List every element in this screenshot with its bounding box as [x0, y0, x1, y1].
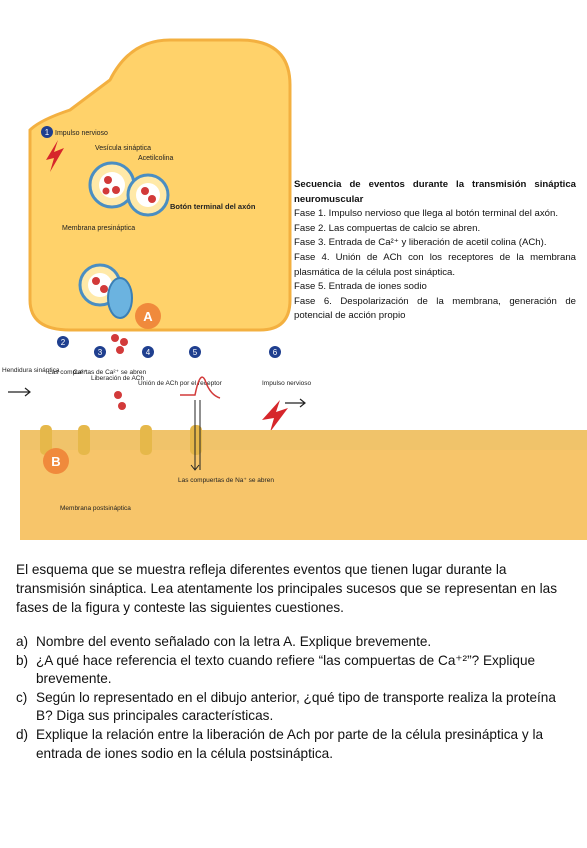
arrow-down-icon: [190, 400, 201, 471]
question-list: a) Nombre del evento señalado con la let…: [16, 633, 572, 763]
arrow-icon: [8, 387, 31, 397]
synapse-diagram: A B 1 2 3 4 5 6 Impulso nervioso Vesícul…: [2, 38, 587, 540]
question-text: Explique la relación entre la liberación…: [36, 726, 544, 761]
label-compuertas-na: Las compuertas de Na⁺ se abren: [178, 477, 274, 484]
action-potential-graph: [180, 376, 221, 399]
badge-b: [43, 448, 69, 474]
membrane-proteins: [40, 425, 202, 455]
label-union: Unión de ACh por el receptor: [138, 380, 223, 387]
label-ca: Ca²⁺: [73, 369, 87, 376]
question-letter: b): [16, 652, 29, 668]
event-line: Fase 2. Las compuertas de calcio se abre…: [294, 222, 481, 234]
question-text: Nombre del evento señalado con la letra …: [36, 634, 432, 649]
badge-a: [135, 303, 161, 329]
question-letter: c): [16, 689, 28, 705]
postsynaptic-membrane: [20, 430, 587, 450]
question-text: Según lo representado en el dibujo anter…: [36, 689, 556, 724]
step-number: 5: [193, 348, 198, 357]
label-hendidura: Hendidura sináptica: [2, 367, 60, 374]
question-item: d) Explique la relación entre la liberac…: [16, 726, 572, 763]
lightning-icon: [46, 140, 64, 172]
question-item: a) Nombre del evento señalado con la let…: [16, 633, 572, 652]
badge-b-label: B: [51, 454, 60, 469]
event-line: Fase 6. Despolarización de la membrana, …: [294, 295, 576, 322]
step-number: 6: [273, 348, 278, 357]
event-line: Fase 1. Impulso nervioso que llega al bo…: [294, 208, 558, 220]
event-line: Fase 3. Entrada de Ca²⁺ y liberación de …: [294, 237, 547, 249]
event-sequence-title: Secuencia de eventos durante la transmis…: [294, 179, 576, 205]
label-vesicula: Vesícula sináptica: [95, 145, 151, 152]
step-number: 1: [45, 128, 50, 137]
question-letter: a): [16, 634, 29, 649]
event-line: Fase 4. Unión de ACh con los receptores …: [294, 251, 576, 278]
step-markers: 1 2 3 4 5 6: [41, 126, 281, 358]
badge-a-label: A: [143, 309, 153, 324]
event-line: Fase 5. Entrada de iones sodio: [294, 281, 427, 293]
synapse-figure: A B 1 2 3 4 5 6 Impulso nervioso Vesícul…: [2, 38, 587, 540]
label-acetilcolina: Acetilcolina: [138, 155, 174, 162]
question-item: c) Según lo representado en el dibujo an…: [16, 689, 572, 726]
label-compuertas-ca: Las compuertas de Ca²⁺ se abren: [48, 369, 146, 376]
label-boton: Botón terminal del axón: [170, 202, 256, 211]
label-impulso-top: Impulso nervioso: [55, 130, 108, 137]
label-membrana-post: Membrana postsináptica: [60, 505, 131, 512]
arrow-icon: [285, 398, 306, 408]
label-liberacion: Liberación de ACh: [91, 375, 145, 382]
question-item: b) ¿A qué hace referencia el texto cuand…: [16, 652, 572, 689]
question-text: ¿A qué hace referencia el texto cuando r…: [36, 652, 536, 687]
vesicles: [78, 161, 170, 319]
label-membrana-pre: Membrana presináptica: [62, 225, 135, 232]
event-sequence: Secuencia de eventos durante la transmis…: [294, 178, 576, 324]
released-ach: [111, 334, 128, 410]
lightning-icon: [262, 400, 288, 432]
intro-paragraph: El esquema que se muestra refleja difere…: [16, 562, 558, 615]
postsynaptic-cell: [20, 440, 587, 540]
step-number: 3: [98, 348, 103, 357]
question-letter: d): [16, 726, 29, 742]
label-impulso-right: Impulso nervioso: [262, 380, 312, 387]
step-number: 2: [61, 338, 66, 347]
step-number: 4: [146, 348, 151, 357]
